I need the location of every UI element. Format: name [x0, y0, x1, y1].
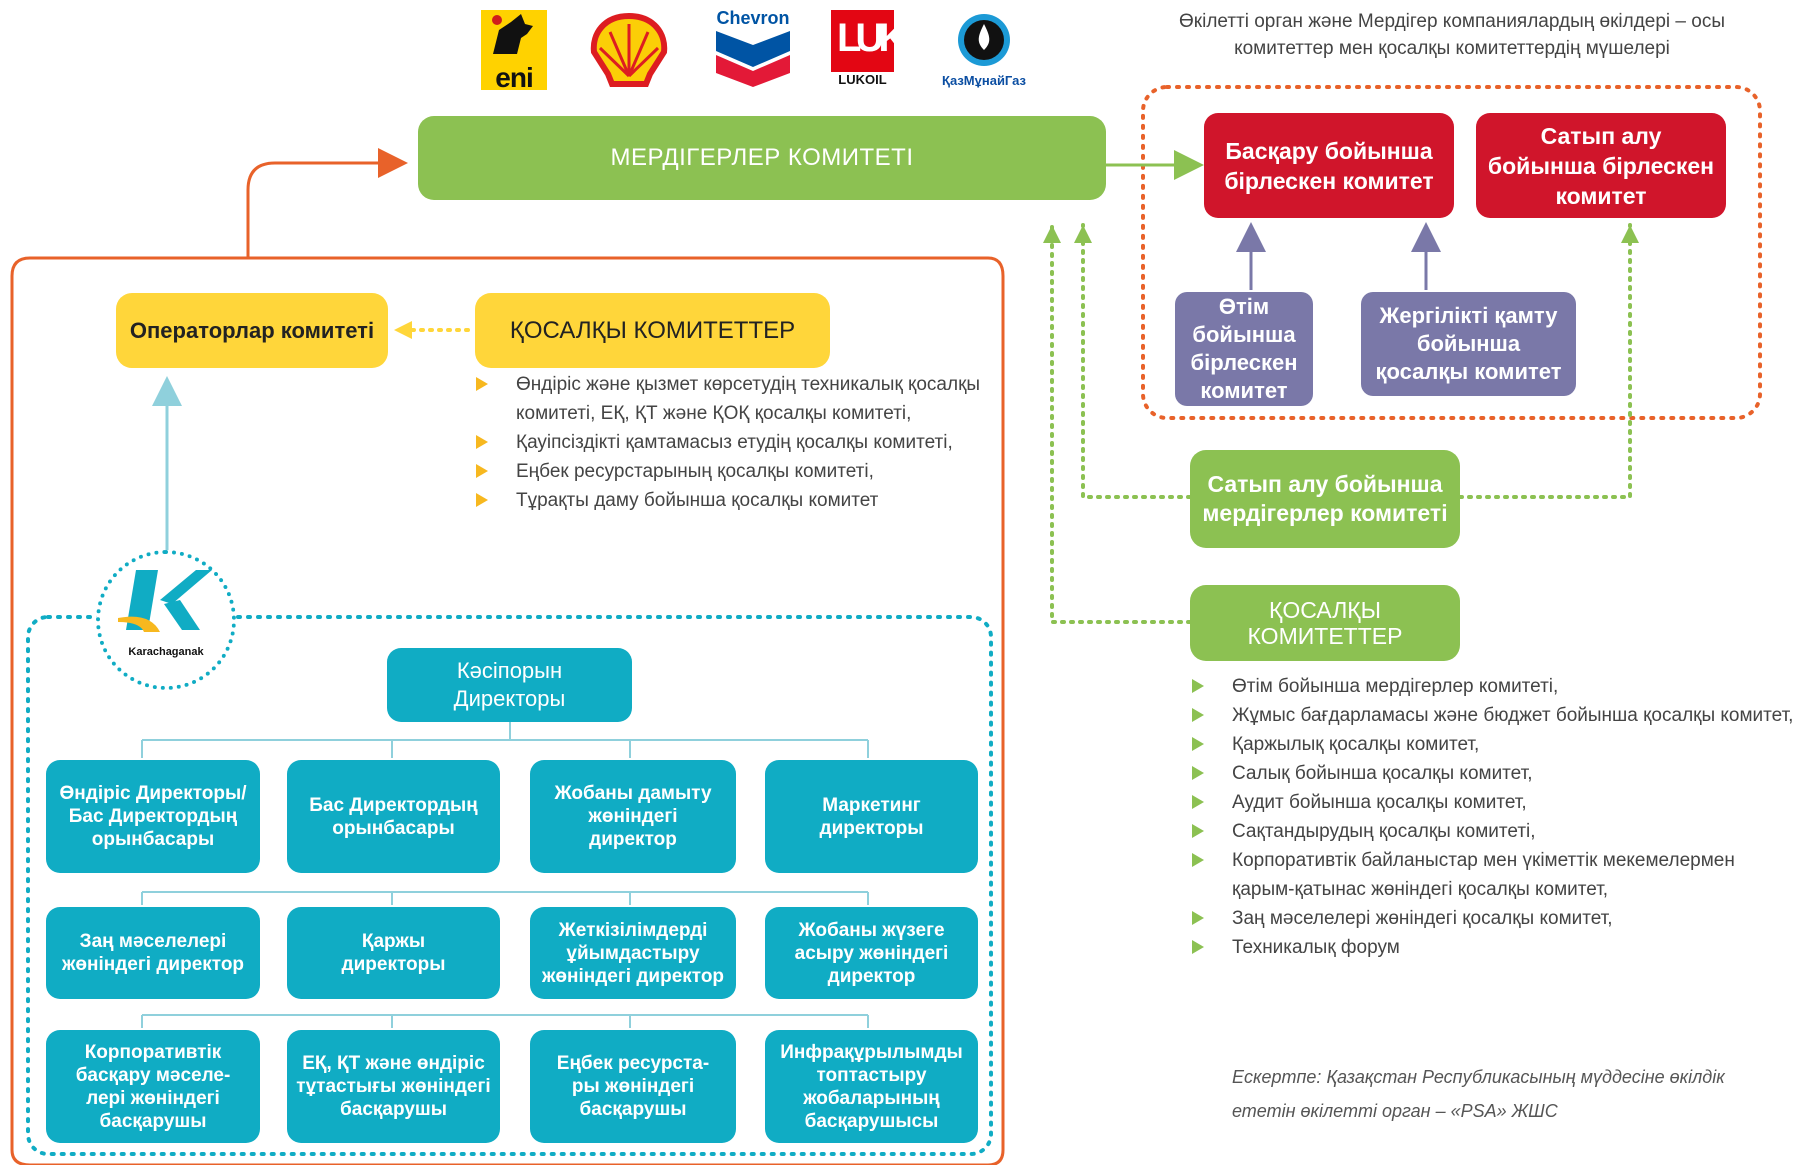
bullet-icon — [1192, 911, 1204, 925]
org-row2-box: Заң мәселелері жөніндегі директор — [46, 907, 260, 999]
list-item: Сақтандырудың қосалқы комитеті, — [1192, 817, 1800, 846]
bullet-icon — [1192, 708, 1204, 722]
contractors-procurement-committee: Сатып алу бойынша мердігерлер комитеті — [1190, 450, 1460, 548]
arrow-to-contractors — [246, 148, 408, 258]
joint-marketing-committee: Өтім бойынша бірлескен комитет — [1175, 292, 1313, 406]
bullet-icon — [1192, 853, 1204, 867]
shell-icon — [590, 12, 668, 87]
subcommittees-right-list: Өтім бойынша мердігерлер комитеті, Жұмыс… — [1192, 672, 1800, 962]
bullet-icon — [476, 377, 488, 391]
bullet-icon — [1192, 679, 1204, 693]
org-row2-box: Жобаны жүзеге асыру жөніндегі директор — [765, 907, 978, 999]
operators-committee: Операторлар комитеті — [116, 293, 388, 368]
lukoil-logo: LUK LUKOIL — [831, 10, 907, 90]
list-item: Корпоративтік байланыстар мен үкіметтік … — [1192, 846, 1800, 904]
authority-frame — [1141, 85, 1762, 420]
subcommittees-left-list: Өндіріс және қызмет көрсетудің техникалы… — [476, 370, 981, 515]
org-row1-box: Өндіріс Директоры/ Бас Директордың орынб… — [46, 760, 260, 873]
org-row3-box: ЕҚ, ҚТ және өндіріс тұтастығы жөніндегі … — [287, 1030, 500, 1143]
operators-frame — [10, 256, 1005, 1165]
list-item: Тұрақты даму бойынша қосалқы комитет — [476, 486, 981, 515]
karachaganak-logo: Karachaganak — [96, 550, 236, 690]
org-row2-box: Қаржы директоры — [287, 907, 500, 999]
org-row1-box: Бас Директордың орынбасары — [287, 760, 500, 873]
subcommittees-right-title: ҚОСАЛҚЫ КОМИТЕТТЕР — [1190, 585, 1460, 661]
enterprise-director: Кәсіпорын Директоры — [387, 648, 632, 722]
eni-dog-icon — [492, 14, 533, 54]
joint-procurement-committee: Сатып алу бойынша бірлескен комитет — [1476, 113, 1726, 218]
list-item: Салық бойынша қосалқы комитет, — [1192, 759, 1800, 788]
list-item: Заң мәселелері жөніндегі қосалқы комитет… — [1192, 904, 1800, 933]
org-row3-box: Еңбек ресурста-ры жөніндегі басқарушы — [530, 1030, 736, 1143]
kmg-drop-icon — [958, 14, 1010, 66]
footnote: Ескертпе: Қазақстан Республикасының мүдд… — [1232, 1067, 1725, 1121]
top-note: Өкілетті орган және Мердігер компаниялар… — [1179, 11, 1725, 59]
shell-logo — [588, 12, 670, 88]
org-row1-box: Маркетинг директоры — [765, 760, 978, 873]
list-item: Аудит бойынша қосалқы комитет, — [1192, 788, 1800, 817]
org-row3-box: Инфрақұрылымды топтастыру жобаларының ба… — [765, 1030, 978, 1143]
karachaganak-k-icon — [118, 570, 212, 632]
dotted-procurement-left — [1081, 223, 1192, 499]
bullet-icon — [476, 464, 488, 478]
bullet-icon — [1192, 737, 1204, 751]
subcommittees-left-title: ҚОСАЛҚЫ КОМИТЕТТЕР — [475, 293, 830, 368]
org-row1-box: Жобаны дамыту жөніндегі директор — [530, 760, 736, 873]
dotted-subcommittees — [1050, 223, 1192, 624]
bullet-icon — [476, 493, 488, 507]
list-item: Өндіріс және қызмет көрсетудің техникалы… — [476, 370, 981, 428]
bullet-icon — [1192, 795, 1204, 809]
bullet-icon — [1192, 766, 1204, 780]
list-item: Жұмыс бағдарламасы және бюджет бойынша қ… — [1192, 701, 1800, 730]
org-row3-box: Корпоративтік басқару мәселе-лері жөнінд… — [46, 1030, 260, 1143]
bullet-icon — [476, 435, 488, 449]
org-row2-box: Жеткізілімдерді ұйымдастыру жөніндегі ди… — [530, 907, 736, 999]
kmg-logo: ҚазМұнайГаз — [930, 10, 1038, 90]
bullet-icon — [1192, 824, 1204, 838]
eni-logo: eni — [481, 10, 547, 93]
org-connectors — [141, 722, 869, 1028]
enterprise-frame — [26, 615, 993, 1156]
lukoil-icon: LUK — [831, 10, 907, 72]
dotted-procurement-right — [1458, 223, 1632, 499]
list-item: Өтім бойынша мердігерлер комитеті, — [1192, 672, 1800, 701]
list-item: Еңбек ресурстарының қосалқы комитеті, — [476, 457, 981, 486]
local-content-subcommittee: Жергілікті қамту бойынша қосалқы комитет — [1361, 292, 1576, 396]
list-item: Техникалық форум — [1192, 933, 1800, 962]
list-item: Қаржылық қосалқы комитет, — [1192, 730, 1800, 759]
contractors-committee: МЕРДІГЕРЛЕР КОМИТЕТІ — [418, 116, 1106, 200]
chevron-logo: Chevron — [712, 8, 794, 88]
joint-management-committee: Басқару бойынша бірлескен комитет — [1204, 113, 1454, 218]
bullet-icon — [1192, 940, 1204, 954]
chevron-icon — [716, 31, 790, 87]
list-item: Қауіпсіздікті қамтамасыз етудің қосалқы … — [476, 428, 981, 457]
